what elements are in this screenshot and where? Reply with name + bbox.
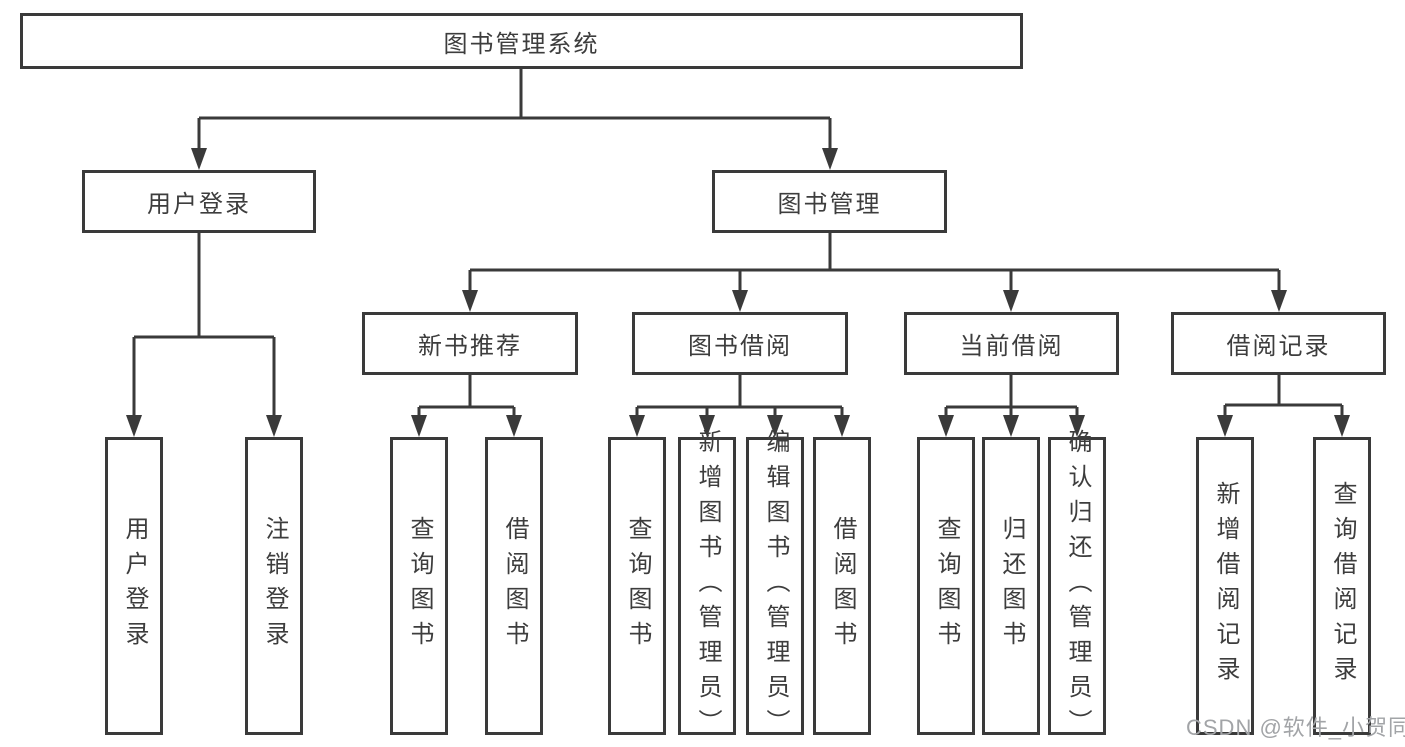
leaf-records-add-record: 新增借阅记录 — [1196, 437, 1254, 735]
leaf-newbook-query-books-label: 查询图书 — [406, 516, 433, 656]
leaf-borrow-query-books: 查询图书 — [608, 437, 666, 735]
leaf-logout-label: 注销登录 — [261, 516, 288, 656]
node-book-management: 图书管理 — [712, 170, 947, 233]
leaf-current-confirm-return-admin: 确认归还（管理员） — [1048, 429, 1106, 744]
leaf-user-login-label: 用户登录 — [121, 516, 148, 656]
edge-borrow-to-leaves — [629, 375, 850, 437]
leaf-borrow-add-books-admin-label: 新增图书（管理员） — [694, 428, 721, 744]
leaf-newbook-query-books: 查询图书 — [390, 437, 448, 735]
edge-login-to-leaves — [126, 233, 282, 437]
leaf-current-query-books-label: 查询图书 — [933, 516, 960, 656]
edge-root-to-level2 — [191, 69, 838, 170]
leaf-records-query-record: 查询借阅记录 — [1313, 437, 1371, 735]
leaf-newbook-borrow-books: 借阅图书 — [485, 437, 543, 735]
leaf-borrow-add-books-admin: 新增图书（管理员） — [678, 429, 736, 744]
node-book-borrowing: 图书借阅 — [632, 312, 848, 375]
leaf-current-query-books: 查询图书 — [917, 437, 975, 735]
leaf-borrow-edit-books-admin: 编辑图书（管理员） — [746, 429, 804, 744]
node-library-management-system: 图书管理系统 — [20, 13, 1023, 69]
node-borrowing-records: 借阅记录 — [1171, 312, 1386, 375]
node-current-borrowing: 当前借阅 — [904, 312, 1119, 375]
leaf-current-confirm-return-admin-label: 确认归还（管理员） — [1064, 428, 1091, 744]
leaf-newbook-borrow-books-label: 借阅图书 — [501, 516, 528, 656]
leaf-records-add-record-label: 新增借阅记录 — [1212, 481, 1239, 691]
leaf-current-return-books-label: 归还图书 — [998, 516, 1025, 656]
edge-records-to-leaves — [1217, 375, 1350, 437]
leaf-borrow-query-books-label: 查询图书 — [624, 516, 651, 656]
leaf-borrow-borrow-books-label: 借阅图书 — [829, 516, 856, 656]
leaf-borrow-edit-books-admin-label: 编辑图书（管理员） — [762, 428, 789, 744]
leaf-logout: 注销登录 — [245, 437, 303, 735]
edge-newbook-to-leaves — [411, 375, 522, 437]
csdn-watermark: CSDN @软件_小贺同学 — [1186, 715, 1405, 740]
edge-mgmt-to-level3 — [462, 233, 1287, 312]
node-new-book-recommend: 新书推荐 — [362, 312, 578, 375]
leaf-user-login: 用户登录 — [105, 437, 163, 735]
leaf-current-return-books: 归还图书 — [982, 437, 1040, 735]
leaf-borrow-borrow-books: 借阅图书 — [813, 437, 871, 735]
edge-current-to-leaves — [938, 375, 1085, 437]
leaf-records-query-record-label: 查询借阅记录 — [1329, 481, 1356, 691]
node-user-login: 用户登录 — [82, 170, 316, 233]
